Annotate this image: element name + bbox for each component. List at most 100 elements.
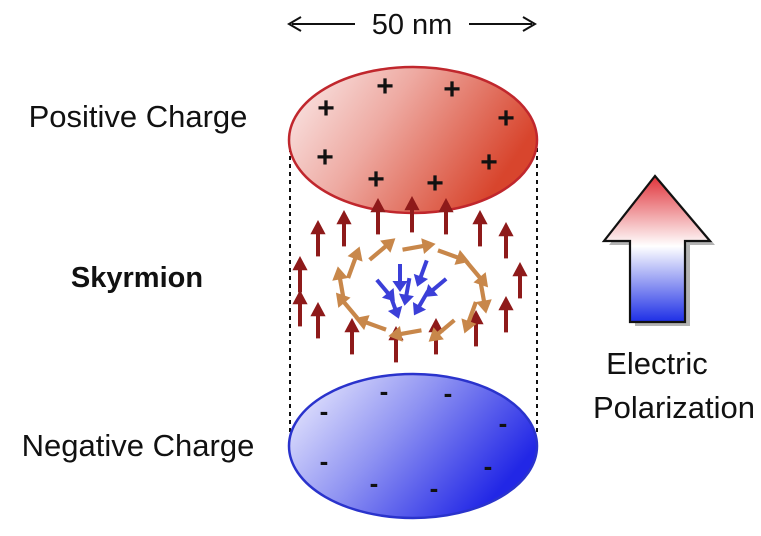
plus-sign: + — [316, 141, 334, 174]
spin-arrow-icon — [392, 264, 408, 292]
spin-arrow-head — [354, 315, 370, 331]
spin-arrow-head — [424, 283, 438, 297]
spin-arrow-head — [428, 318, 444, 333]
spin-arrow-head — [292, 256, 308, 271]
spin-arrow-head — [413, 273, 429, 287]
spin-arrow-head — [476, 299, 492, 314]
spin-arrow-shaft — [350, 329, 354, 355]
skyrmion-label: Skyrmion — [71, 262, 203, 294]
spin-arrow-shaft — [363, 319, 387, 332]
spin-arrow-head — [472, 210, 488, 225]
spin-arrow-shaft — [504, 307, 508, 333]
positive-plate-ellipse — [287, 65, 539, 215]
spin-arrow-shaft — [376, 209, 380, 235]
spin-arrow-head — [498, 296, 514, 311]
spin-arrow-icon — [368, 238, 396, 262]
scale-bar-right-arrowhead — [522, 16, 537, 32]
spin-arrow-head — [468, 310, 484, 325]
positive-plate: + + + + + + + + — [287, 65, 539, 215]
spin-arrow-head — [310, 302, 326, 317]
polarization-label-line1: Electric — [606, 346, 708, 381]
spin-arrow-head — [398, 293, 414, 306]
spin-arrow-shaft — [444, 209, 448, 235]
spin-arrow-icon — [428, 318, 456, 342]
minus-sign: - — [499, 408, 508, 438]
spin-arrow-shaft — [316, 231, 320, 257]
spin-arrow-shaft — [404, 277, 412, 298]
spin-arrow-icon — [344, 318, 360, 355]
spin-arrow-icon — [468, 310, 484, 347]
negative-plate-ellipse — [287, 372, 539, 520]
spin-arrow-icon — [388, 326, 422, 342]
spin-arrow-shaft — [518, 273, 522, 299]
spin-arrow-icon — [413, 259, 429, 287]
spin-arrow-head — [461, 318, 477, 334]
spin-arrow-head — [335, 292, 351, 308]
spin-arrow-icon — [461, 301, 478, 334]
spin-arrow-head — [292, 290, 308, 305]
spin-arrow-icon — [476, 280, 492, 314]
spin-arrow-head — [512, 262, 528, 277]
spin-arrow-head — [310, 220, 326, 235]
scale-bar-left-arrowhead — [287, 16, 302, 32]
spin-arrow-icon — [472, 210, 488, 247]
spin-arrow-icon — [498, 296, 514, 333]
spin-arrow-shaft — [394, 337, 398, 363]
spin-arrow-shaft — [342, 221, 346, 247]
spin-arrow-shaft — [316, 313, 320, 339]
plus-sign: + — [367, 163, 385, 196]
spin-arrow-head — [392, 281, 408, 292]
minus-sign: - — [444, 378, 453, 408]
spin-arrow-shaft — [435, 318, 456, 337]
spin-arrow-head — [344, 318, 360, 333]
spin-arrow-head — [332, 266, 348, 281]
spin-arrow-icon — [336, 210, 352, 247]
polarization-arrow-body — [601, 174, 713, 324]
plus-sign: + — [426, 167, 444, 200]
spin-arrow-shaft — [375, 278, 391, 296]
spin-arrow-head — [336, 210, 352, 225]
spin-arrow-shaft — [466, 301, 478, 325]
spin-arrow-shaft — [298, 301, 302, 327]
spin-arrow-shaft — [341, 299, 360, 320]
spin-arrow-icon — [512, 262, 528, 299]
plus-sign: + — [443, 73, 461, 106]
minus-sign: - — [370, 468, 379, 498]
spin-arrow-shaft — [410, 207, 414, 233]
spin-arrow-icon — [437, 248, 470, 265]
negative-charge-label: Negative Charge — [22, 428, 255, 463]
polarization-label-line2: Polarization — [593, 390, 755, 425]
spin-arrow-icon — [438, 198, 454, 235]
scale-bar-label: 50 nm — [372, 9, 453, 41]
spin-arrow-icon — [498, 222, 514, 259]
minus-sign: - — [320, 446, 329, 476]
spin-arrow-shaft — [464, 260, 483, 281]
spin-arrow-icon — [428, 318, 444, 355]
spin-arrow-shaft — [430, 277, 448, 293]
spin-arrow-icon — [354, 315, 387, 332]
minus-sign: - — [320, 396, 329, 426]
minus-sign: - — [380, 376, 389, 406]
positive-charge-label: Positive Charge — [29, 99, 248, 134]
spin-arrow-icon — [335, 292, 360, 320]
spin-arrow-icon — [310, 220, 326, 257]
spin-arrow-shaft — [298, 267, 302, 293]
minus-signs: - - - - - - - - — [320, 376, 508, 503]
spin-arrow-icon — [398, 277, 414, 306]
spin-arrow-head — [380, 238, 396, 253]
spin-arrow-shaft — [418, 259, 429, 280]
spin-arrow-shaft — [478, 280, 487, 304]
spin-arrow-head — [421, 238, 436, 254]
spin-arrow-icon — [292, 290, 308, 327]
minus-sign: - — [484, 451, 493, 481]
spin-arrow-head — [347, 246, 363, 262]
spin-arrow-head — [381, 288, 395, 302]
spin-arrow-head — [498, 222, 514, 237]
plus-sign: + — [317, 92, 335, 125]
spin-arrow-shaft — [504, 233, 508, 259]
polarization-arrow-icon — [601, 174, 715, 326]
spin-arrow-shaft — [478, 221, 482, 247]
spin-arrow-icon — [346, 246, 363, 279]
